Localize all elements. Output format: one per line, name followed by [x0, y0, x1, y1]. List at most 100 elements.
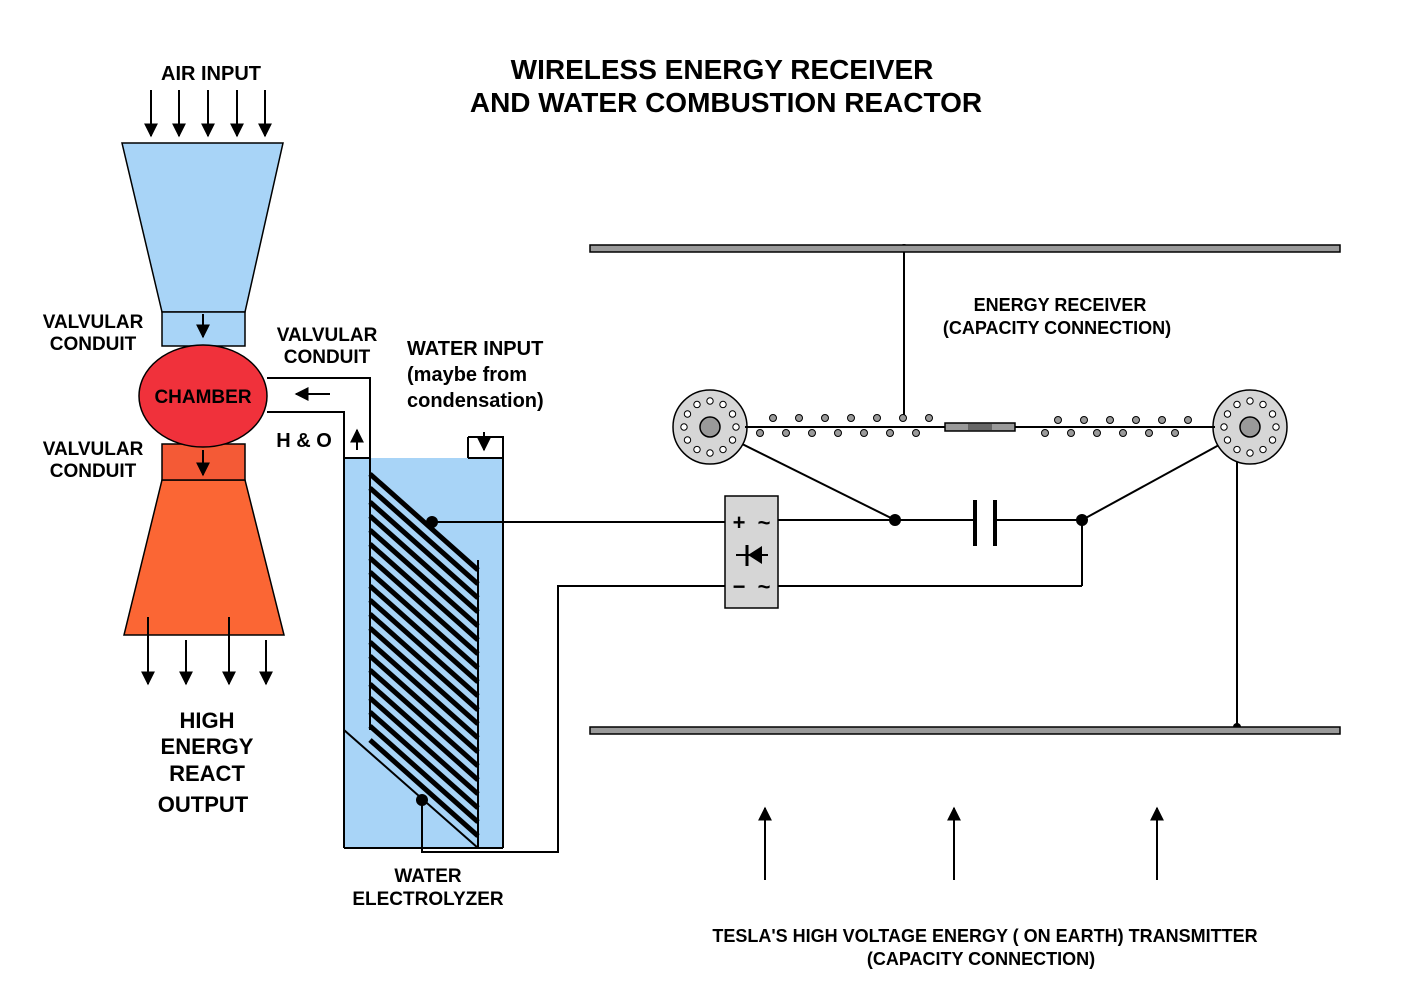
water-input-label-2: (maybe from: [407, 364, 527, 386]
reel-hole: [728, 410, 737, 418]
cable-bead: [1067, 429, 1075, 437]
electrode-plate: [368, 556, 480, 656]
cable-bead: [1054, 416, 1062, 424]
output-label-1: HIGH: [180, 708, 235, 733]
circuit-wires: [421, 249, 1251, 853]
cable-bead: [860, 429, 868, 437]
electrode-plate: [368, 654, 480, 754]
cable-bead: [1119, 429, 1127, 437]
rectifier-plus: +: [733, 510, 746, 535]
cable-bead: [886, 429, 894, 437]
reel-hole: [683, 410, 692, 418]
reel-hole: [1233, 445, 1241, 454]
valvular-top-label-1: VALVULAR: [43, 312, 144, 333]
air-input-label: AIR INPUT: [161, 63, 261, 85]
cable-bead: [795, 414, 803, 422]
reel-hole: [1272, 423, 1280, 431]
cable-bead: [1132, 416, 1140, 424]
output-label-3: REACT: [169, 761, 245, 786]
reel-hole: [706, 397, 714, 405]
electrode-plate: [368, 640, 480, 740]
valvular-bottom-label-1: VALVULAR: [43, 439, 144, 460]
valvular-top-label-2: CONDUIT: [50, 334, 137, 355]
water-input-label-3: condensation): [407, 390, 544, 412]
reel-hole: [693, 445, 701, 454]
electrolyzer-label-1: WATER: [394, 866, 461, 887]
output-label-4: OUTPUT: [158, 792, 249, 817]
cable-bead: [847, 414, 855, 422]
reel-hole: [1268, 436, 1277, 444]
rectifier-minus: −: [733, 574, 746, 599]
electrode-plate: [368, 500, 480, 600]
reel-hole: [719, 400, 727, 409]
chamber-label: CHAMBER: [154, 387, 251, 408]
reel-hole: [1259, 445, 1267, 454]
reel-hole: [1233, 400, 1241, 409]
air-intake-funnel: [121, 142, 284, 313]
electrolyzer-label-2: ELECTROLYZER: [352, 889, 504, 910]
cable-bead: [1145, 429, 1153, 437]
cable-bead: [782, 429, 790, 437]
transmitter-label-1: TESLA'S HIGH VOLTAGE ENERGY ( ON EARTH) …: [712, 926, 1257, 946]
electrode-plate: [368, 738, 480, 838]
cable-bead: [769, 414, 777, 422]
electrode-plate: [368, 472, 480, 572]
electrode-plate: [368, 724, 480, 824]
hydrogen-oxygen-pipe: [267, 377, 371, 450]
right-reel: [1212, 389, 1288, 465]
cable-bead: [912, 429, 920, 437]
beaded-antenna-cable: [745, 414, 1215, 437]
cable-bead: [1106, 416, 1114, 424]
h-and-o-label: H & O: [276, 430, 332, 452]
reel-hole: [1259, 400, 1267, 409]
receiver-plate: [589, 244, 1341, 253]
transmitter-arrows: [758, 806, 1164, 880]
reel-hole: [1246, 397, 1254, 405]
reel-hole: [680, 423, 688, 431]
electrode-plate: [368, 682, 480, 782]
water-input-label-1: WATER INPUT: [407, 338, 543, 360]
reel-hole: [732, 423, 740, 431]
reel-hole: [1220, 423, 1228, 431]
electrode-plate: [368, 542, 480, 642]
cable-bead: [873, 414, 881, 422]
rectifier-ac-top: ~: [758, 510, 771, 535]
exhaust-nozzle: [123, 479, 285, 636]
cable-bead: [1158, 416, 1166, 424]
reel-hole: [693, 400, 701, 409]
electrode-plate: [368, 570, 480, 670]
reel-hole: [1246, 449, 1254, 457]
electrode-plate: [368, 584, 480, 684]
reel-hole: [1268, 410, 1277, 418]
valvular-side-label-2: CONDUIT: [284, 347, 371, 368]
cable-bead: [1080, 416, 1088, 424]
cable-bead: [756, 429, 764, 437]
electrode-plate: [368, 598, 480, 698]
left-reel: [672, 389, 748, 465]
electrode-plate: [368, 514, 480, 614]
valvular-side-label-1: VALVULAR: [277, 325, 378, 346]
electrode-plate: [368, 710, 480, 810]
receiver-label-2: (CAPACITY CONNECTION): [943, 318, 1171, 338]
cable-bead: [925, 414, 933, 422]
junction-right: [1076, 514, 1088, 526]
cable-bead: [1041, 429, 1049, 437]
air-input-arrows: [144, 90, 272, 138]
cable-bead: [834, 429, 842, 437]
transmitter-plate: [589, 726, 1341, 735]
electrode-plate: [368, 696, 480, 796]
electrode-plate: [368, 486, 480, 586]
reel-hole: [1223, 436, 1232, 444]
transmitter-label-2: (CAPACITY CONNECTION): [867, 949, 1095, 969]
cable-bead: [808, 429, 816, 437]
rectifier-bridge: + ~ − ~: [724, 495, 779, 609]
title-line-1: WIRELESS ENERGY RECEIVER: [511, 54, 934, 85]
reel-hole: [728, 436, 737, 444]
cable-bead: [1171, 429, 1179, 437]
diode-icon: [736, 545, 768, 566]
water-electrolyzer: [343, 436, 504, 849]
cable-bead: [899, 414, 907, 422]
electrode-plate: [368, 528, 480, 628]
combustion-chamber: [138, 344, 268, 448]
